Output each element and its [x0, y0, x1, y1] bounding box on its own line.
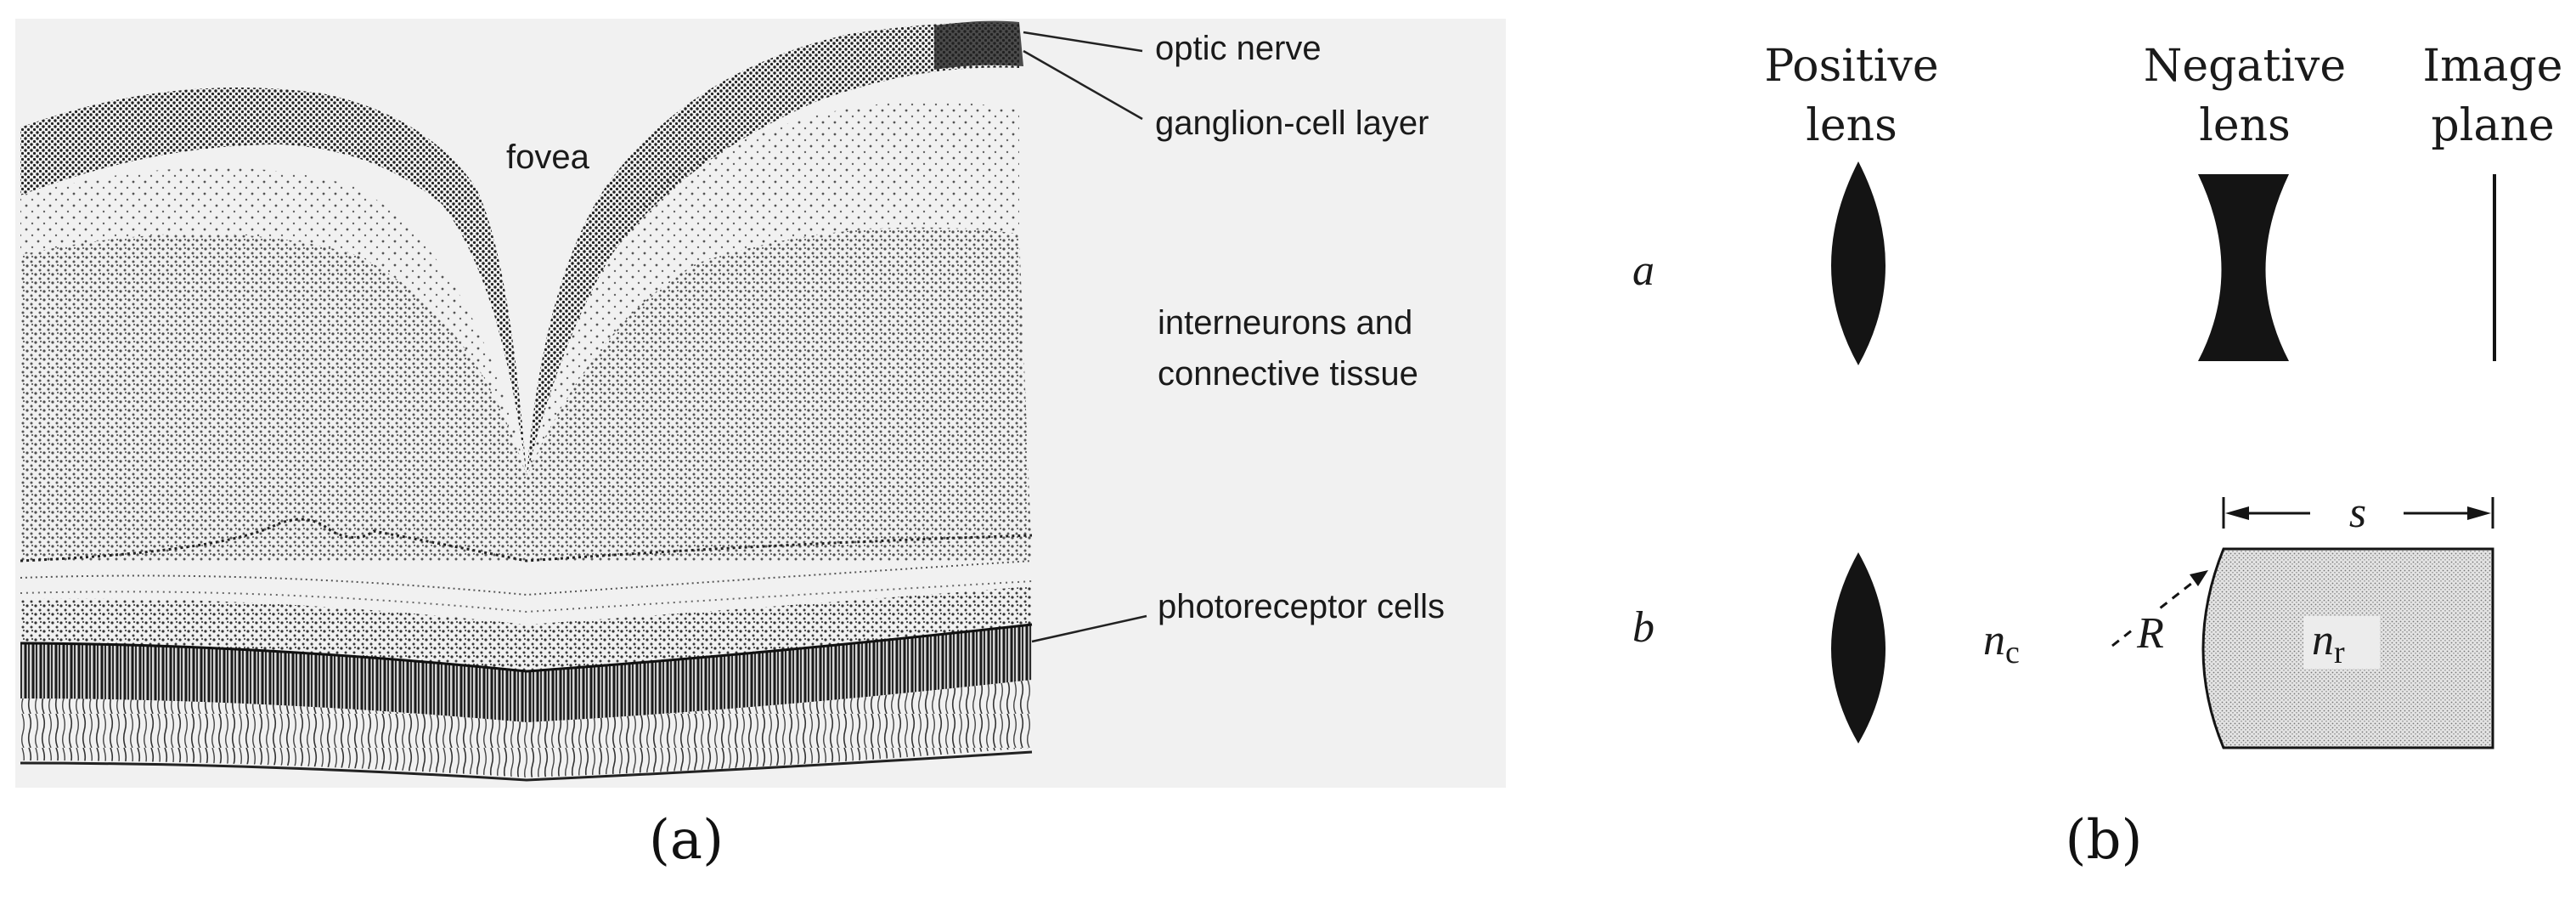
positive-lens-a — [1831, 161, 1885, 365]
radius-label-bg — [2132, 610, 2170, 659]
symbol-n-c: nc — [1983, 616, 2020, 670]
s-arrowhead-left — [2225, 506, 2249, 520]
header-image-line2: plane — [2431, 100, 2554, 151]
plexiform-line-3 — [20, 580, 1033, 613]
photoreceptor-fibers — [20, 680, 1032, 777]
symbol-n-r: nr — [2312, 616, 2345, 670]
inner-layer — [20, 101, 1019, 477]
n-r-subscript: r — [2334, 635, 2345, 670]
negative-lens-a — [2198, 174, 2289, 361]
symbol-R: R — [2136, 609, 2164, 658]
photoreceptor-rods — [20, 625, 1032, 722]
header-negative-line1: Negative — [2144, 41, 2346, 92]
s-arrowhead-right — [2467, 506, 2491, 520]
pigment-edge — [20, 750, 1033, 782]
label-photoreceptor-cells: photoreceptor cells — [1158, 588, 1445, 625]
header-positive-line1: Positive — [1764, 41, 1938, 92]
plexiform-line-1 — [20, 517, 1033, 563]
leader-ganglion — [1023, 49, 1143, 121]
row-label-a: a — [1632, 246, 1654, 295]
panel-a: optic nerve ganglion-cell layer fovea in… — [15, 19, 1506, 788]
n-c-subscript: c — [2005, 635, 2020, 670]
label-interneurons-line1: interneurons and — [1158, 304, 1412, 342]
radius-arrow — [2111, 572, 2205, 647]
caption-a: (a) — [649, 809, 724, 872]
caption-b: (b) — [2066, 809, 2143, 872]
ganglion-band-left — [20, 88, 527, 477]
rod-top-edge — [20, 623, 1033, 673]
header-positive-line2: lens — [1806, 100, 1897, 151]
label-ganglion-cell-layer: ganglion-cell layer — [1155, 105, 1429, 142]
symbol-s: s — [2349, 489, 2366, 537]
interneuron-tissue — [20, 227, 1032, 561]
plexiform-line-2 — [20, 560, 1033, 597]
n-r-base: n — [2312, 616, 2334, 664]
n-r-label-bg — [2303, 616, 2380, 669]
header-negative-line2: lens — [2199, 100, 2291, 151]
optic-nerve-cap — [934, 20, 1023, 71]
n-c-base: n — [1983, 616, 2005, 664]
ganglion-band-right — [527, 22, 1019, 476]
label-interneurons-line2: connective tissue — [1158, 355, 1418, 393]
label-optic-nerve: optic nerve — [1155, 30, 1322, 67]
row-label-b: b — [1632, 603, 1654, 652]
positive-lens-b — [1831, 552, 1885, 744]
panel-b: Positive lens Negative lens Image plane … — [1632, 41, 2563, 749]
leader-optic-nerve — [1023, 31, 1143, 53]
leader-photoreceptor — [1031, 614, 1147, 643]
label-fovea: fovea — [506, 139, 590, 176]
header-image-line1: Image — [2423, 41, 2563, 92]
radius-arrowhead — [2190, 570, 2208, 586]
